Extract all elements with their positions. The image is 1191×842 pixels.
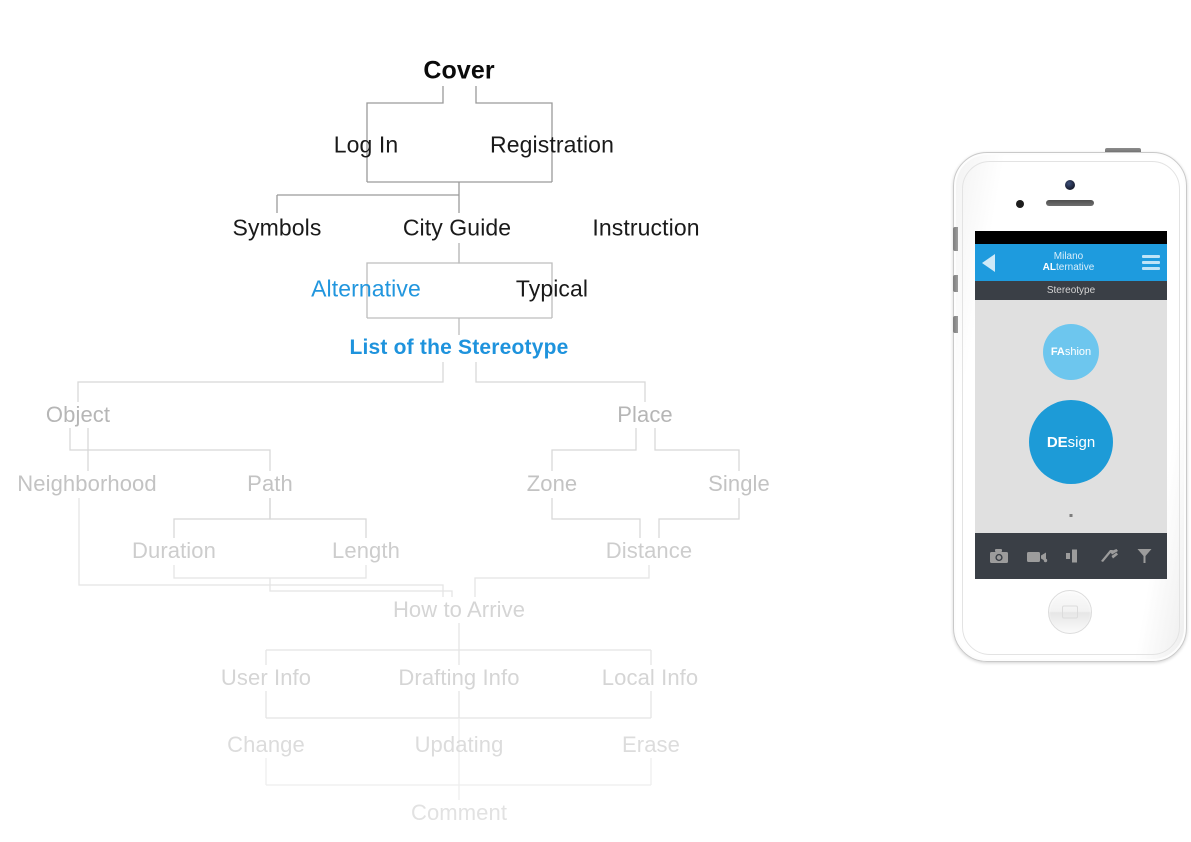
bubble-design-bold: DE: [1046, 433, 1068, 451]
node-local-info[interactable]: Local Info: [601, 665, 699, 690]
node-registration[interactable]: Registration: [490, 131, 614, 158]
hamburger-bar: [1142, 267, 1160, 270]
node-drafting-info[interactable]: Drafting Info: [398, 665, 520, 690]
node-distance[interactable]: Distance: [605, 538, 693, 563]
node-list-of-the-stereotype[interactable]: List of the Stereotype: [349, 336, 569, 359]
node-single[interactable]: Single: [708, 471, 770, 496]
location-pin-icon[interactable]: [1136, 548, 1153, 564]
home-button-square-icon: [1062, 605, 1078, 619]
volume-up-button[interactable]: [953, 275, 958, 292]
node-user-info[interactable]: User Info: [220, 665, 312, 690]
node-how-to-arrive[interactable]: How to Arrive: [392, 597, 526, 622]
node-place[interactable]: Place: [617, 402, 673, 427]
node-object[interactable]: Object: [45, 402, 111, 427]
home-button[interactable]: [1048, 590, 1092, 634]
header-app-name: ALternative: [995, 261, 1142, 274]
node-path[interactable]: Path: [247, 471, 293, 496]
earpiece-speaker-icon: [1046, 200, 1094, 206]
node-updating[interactable]: Updating: [414, 732, 504, 757]
bubble-fashion-bold: FA: [1050, 346, 1065, 358]
node-instruction[interactable]: Instruction: [592, 214, 700, 241]
node-symbols[interactable]: Symbols: [232, 214, 322, 241]
node-typical[interactable]: Typical: [515, 275, 589, 302]
node-change[interactable]: Change: [227, 732, 305, 757]
camera-icon[interactable]: [989, 548, 1009, 564]
app-header: Milano ALternative: [975, 244, 1167, 281]
speaker-icon[interactable]: [1065, 548, 1082, 564]
proximity-sensor-icon: [1016, 200, 1024, 208]
front-camera-icon: [1065, 180, 1075, 190]
node-alternative[interactable]: Alternative: [311, 275, 421, 302]
phone-bezel-ring: [962, 161, 1180, 655]
page-indicator-dot: [1069, 514, 1073, 517]
header-app-name-bold: AL: [1042, 261, 1056, 273]
mute-switch[interactable]: [953, 227, 958, 251]
node-comment[interactable]: Comment: [410, 800, 508, 825]
hamburger-bar: [1142, 261, 1160, 264]
status-bar: [975, 231, 1167, 244]
hamburger-menu-icon[interactable]: [1142, 252, 1160, 273]
node-erase[interactable]: Erase: [622, 732, 680, 757]
node-length[interactable]: Length: [332, 538, 400, 563]
note-edit-icon[interactable]: [1099, 548, 1119, 564]
node-cover[interactable]: Cover: [423, 56, 495, 85]
node-city-guide[interactable]: City Guide: [402, 214, 512, 241]
power-button[interactable]: [1105, 148, 1141, 154]
back-arrow-icon[interactable]: [982, 253, 995, 272]
header-app-name-rest: ternative: [1055, 261, 1095, 273]
node-zone[interactable]: Zone: [526, 471, 578, 496]
header-city-name: Milano: [1053, 251, 1084, 262]
volume-down-button[interactable]: [953, 316, 958, 333]
sub-header-title: Stereotype: [975, 281, 1167, 300]
bottom-toolbar: [975, 533, 1167, 579]
node-neighborhood[interactable]: Neighborhood: [17, 471, 157, 496]
hamburger-bar: [1142, 255, 1160, 258]
node-log-in[interactable]: Log In: [333, 131, 399, 158]
header-title-block: Milano ALternative: [995, 251, 1142, 274]
video-camera-icon[interactable]: [1026, 549, 1048, 564]
node-duration[interactable]: Duration: [132, 538, 216, 563]
bubble-fashion-rest: shion: [1064, 346, 1092, 358]
bubble-design-rest: sign: [1067, 433, 1096, 451]
